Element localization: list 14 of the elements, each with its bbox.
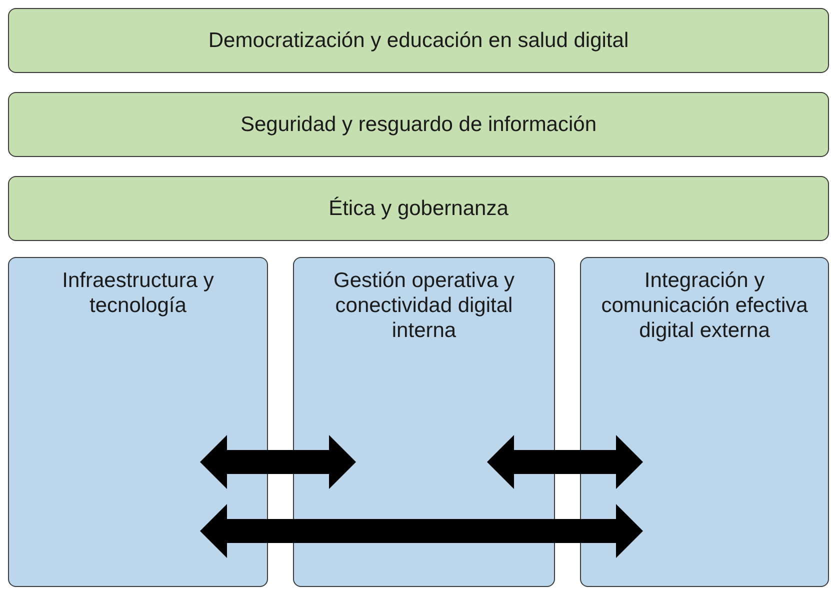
double-arrow bbox=[487, 435, 643, 489]
pillar-box bbox=[8, 257, 268, 587]
node-label: Integración y comunicación efectiva digital externa bbox=[600, 268, 809, 344]
layer-band bbox=[8, 176, 829, 241]
node-label: Ética y gobernanza bbox=[328, 196, 508, 222]
double-arrow bbox=[200, 504, 643, 558]
node-label: Gestión operativa y conectividad digital interna bbox=[332, 268, 516, 344]
pillar-box bbox=[580, 257, 829, 587]
node-label: Infraestructura y tecnología bbox=[61, 268, 215, 318]
double-arrow bbox=[200, 435, 356, 489]
node-label: Seguridad y resguardo de información bbox=[240, 112, 597, 138]
node-label: Democratización y educación en salud digital bbox=[208, 28, 629, 54]
layer-band bbox=[8, 8, 829, 73]
layer-band bbox=[8, 92, 829, 157]
